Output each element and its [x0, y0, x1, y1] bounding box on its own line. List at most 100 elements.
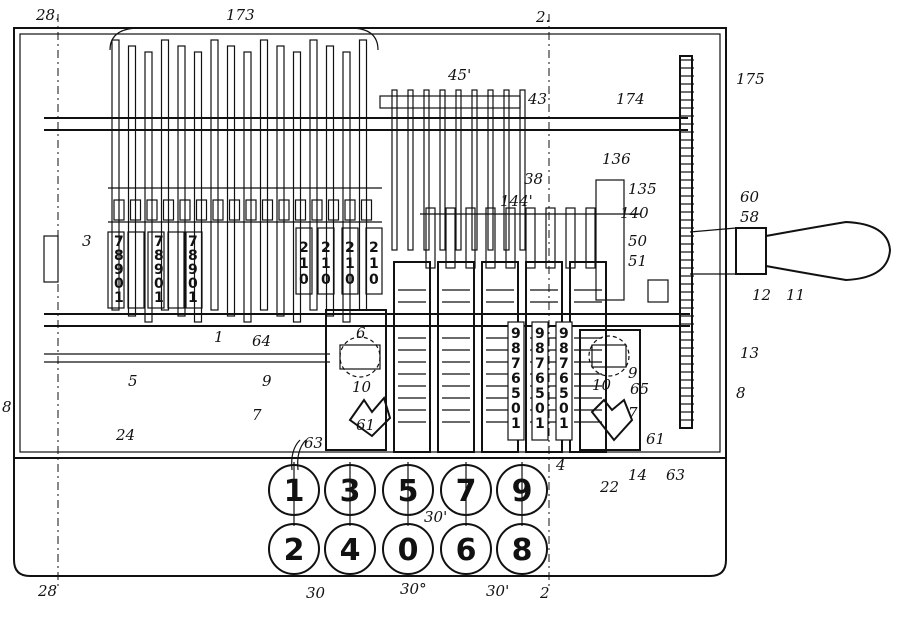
key-cap[interactable]: [440, 464, 492, 516]
inner-frame: [19, 33, 721, 453]
reference-label: 30': [486, 582, 509, 600]
key-label: 1: [284, 474, 305, 509]
wheel-digit: 7: [188, 234, 198, 250]
key-cap[interactable]: [268, 523, 320, 575]
gear-body: [679, 55, 693, 429]
key-label: 8: [512, 533, 533, 568]
wheel-digit: 0: [369, 272, 379, 288]
reference-label: 144': [500, 192, 533, 210]
section-mark: 2.: [535, 8, 550, 26]
comb-bar: [276, 45, 285, 317]
key-cap[interactable]: [496, 464, 548, 516]
comb-tooth: [360, 199, 373, 221]
wheel-window: [167, 231, 185, 309]
reference-label: 7: [252, 406, 262, 424]
reference-label: 6: [356, 324, 366, 342]
key-label: 0: [398, 533, 419, 568]
wheel-digit: 8: [188, 248, 198, 264]
comb-bar: [325, 45, 335, 317]
reference-label: 3: [82, 232, 92, 250]
reference-label: 58: [740, 208, 759, 226]
comb-tooth: [294, 199, 307, 221]
wheel-digit: 0: [114, 276, 124, 292]
wheel-digit: 0: [345, 272, 355, 288]
wheel-digit: 0: [188, 276, 198, 292]
register-digit: 6: [511, 371, 521, 387]
register-digit: 8: [559, 341, 569, 357]
reference-label: 22: [599, 478, 619, 496]
key-cap[interactable]: [324, 464, 376, 516]
reference-label: 64: [252, 332, 271, 350]
register-digit: 7: [535, 356, 545, 372]
reference-label: 50: [628, 232, 648, 250]
key-cap[interactable]: [324, 523, 376, 575]
shaft-1: [44, 313, 690, 327]
reference-label: 45': [447, 66, 471, 84]
upper-bar: [519, 89, 526, 251]
wheel-digit: 0: [321, 272, 331, 288]
comb-bar: [111, 39, 120, 311]
reference-label: 135: [628, 180, 657, 198]
reference-label: 43: [527, 90, 547, 108]
reference-label: 24: [115, 426, 135, 444]
section-mark: 28: [37, 582, 57, 600]
wheel-window: [365, 227, 383, 295]
wheel-digit: 1: [345, 256, 355, 272]
key-label: 5: [398, 474, 419, 509]
key-cap[interactable]: [382, 464, 434, 516]
comb-bar: [259, 39, 269, 311]
comb-tooth: [311, 199, 323, 221]
upper-bar: [391, 89, 398, 251]
register-digit: 9: [535, 326, 545, 342]
key-cap[interactable]: [496, 523, 548, 575]
wheel-digit: 1: [114, 290, 124, 306]
reference-label: 136: [602, 150, 631, 168]
key-cap[interactable]: [268, 464, 320, 516]
comb-tooth: [113, 199, 125, 221]
upper-bars-45: [379, 89, 526, 251]
reference-label: 11: [786, 286, 805, 304]
wheel-digit: 9: [154, 262, 164, 278]
register-digit: 0: [511, 401, 521, 417]
reference-label: 63: [304, 434, 323, 452]
reference-label: 8: [2, 398, 12, 416]
register-digit: 5: [559, 386, 569, 402]
reference-label: 61: [356, 416, 375, 434]
wheel-digit: 2: [321, 240, 331, 256]
wheel-digit: 9: [188, 262, 198, 278]
register-window: [555, 321, 573, 441]
key-cap[interactable]: [382, 523, 434, 575]
wheel-window: [317, 227, 335, 295]
key-label: 4: [340, 533, 361, 568]
comb-tooth: [195, 199, 208, 221]
lever: [445, 207, 456, 269]
reference-label: 63: [666, 466, 685, 484]
upper-bar-frame: [379, 95, 521, 109]
lever: [485, 207, 496, 269]
keyboard-base: [13, 458, 727, 577]
comb-tooth: [146, 199, 158, 221]
comb-tooth: [261, 199, 274, 221]
wheel-digit: 1: [369, 256, 379, 272]
section-mark: 2: [539, 584, 550, 602]
reference-label: 60: [740, 188, 760, 206]
upper-bar: [487, 89, 494, 251]
lever: [565, 207, 576, 269]
comb-tooth: [228, 199, 241, 221]
register-column: [437, 261, 475, 453]
outer-frame: [13, 27, 727, 459]
reference-label: 61: [646, 430, 665, 448]
lever: [505, 207, 516, 269]
wheel-window: [107, 231, 125, 309]
wheel-digit: 2: [345, 240, 355, 256]
wheel-digit: 0: [154, 276, 164, 292]
key-cap[interactable]: [440, 523, 492, 575]
reference-label: 10: [352, 378, 372, 396]
wheel-digit: 7: [114, 234, 124, 250]
register-digit: 9: [511, 326, 521, 342]
gear-175: [679, 55, 694, 429]
wheel-digit: 1: [154, 290, 164, 306]
